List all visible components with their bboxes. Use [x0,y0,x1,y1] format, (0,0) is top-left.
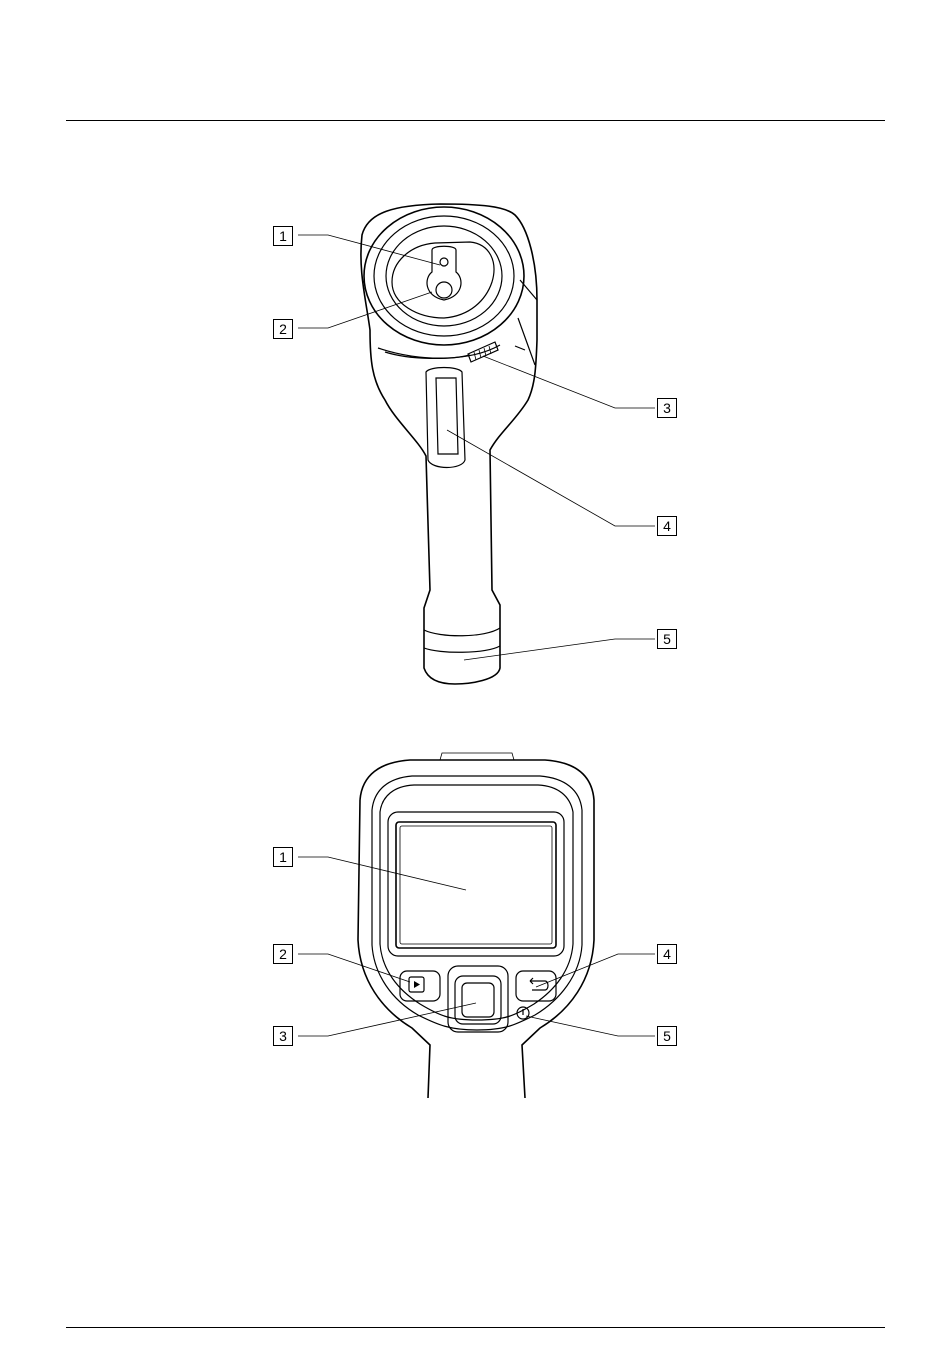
playback-button [400,971,440,1001]
front-callout-5: 5 [657,629,677,649]
screen-surround [388,812,564,956]
lens-plate [392,242,494,318]
rear-callout-1: 1 [273,847,293,867]
leader-line-4 [447,430,655,526]
back-arrow-icon [530,978,548,990]
top-ridge [440,753,514,760]
rear-callout-2: 2 [273,944,293,964]
rear-leader-line-1 [298,857,466,890]
leader-line-1 [298,235,440,265]
rear-leader-line-4 [536,954,655,987]
visual-camera-lens [440,258,448,266]
display-inner [400,826,552,944]
lens-housing-outer [364,207,524,345]
rear-callout-5: 5 [657,1026,677,1046]
battery-cap-line-2 [424,646,500,652]
rear-leader-line-2 [298,954,410,982]
bezel-lower-edge [378,345,500,358]
infrared-lens [436,282,452,298]
camera-rear-view [0,720,950,1120]
trigger-button [436,378,458,454]
side-panel-lines [515,280,537,365]
front-callout-4: 4 [657,516,677,536]
leader-line-5 [464,639,655,660]
playback-triangle [414,981,420,988]
back-button [516,971,556,1001]
display-screen [396,822,556,948]
keyhole-lens [427,246,461,300]
footer-rule [66,1327,885,1328]
trigger-recess [426,368,465,468]
navigation-pad [462,983,494,1017]
battery-cap-line [424,628,500,636]
lens-housing-inner [386,226,502,326]
rear-leader-line-5 [526,1016,655,1036]
front-callout-1: 1 [273,226,293,246]
camera-body-outline [361,204,537,684]
rear-body-outline [358,760,594,1098]
rear-callout-4: 4 [657,944,677,964]
rear-callout-3: 3 [273,1026,293,1046]
front-callout-3: 3 [657,398,677,418]
leader-line-3 [483,356,655,408]
camera-front-view [0,0,950,720]
front-callout-2: 2 [273,319,293,339]
